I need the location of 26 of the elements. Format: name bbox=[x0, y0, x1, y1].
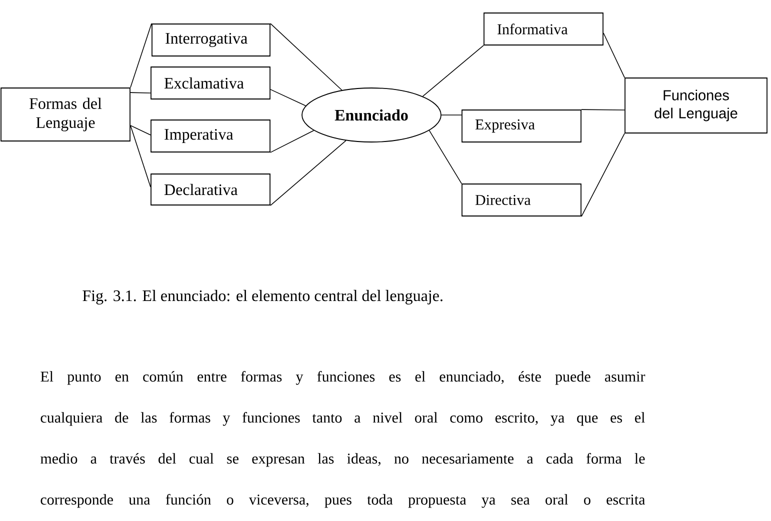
text-box: Directiva bbox=[462, 184, 582, 216]
ellipse-node: Enunciado bbox=[302, 88, 442, 142]
text-box: Declarativa bbox=[150, 174, 270, 206]
connector-line bbox=[270, 130, 314, 153]
text-box: Informativa bbox=[484, 12, 604, 46]
figure-caption: Fig. 3.1. El enunciado: el elemento central del lenguaje. bbox=[82, 290, 442, 304]
body-paragraph: El punto en común entre formas y funciones es el enunciado, éste puede asumir cualquiera de las formas y funciones tanto a nivel oral como escrito, ya que es el medio a través del cual se expresan las ideas, no necesariamente a cada forma le corresponde una función o viceversa, pues toda propuesta ya sea oral o escrita bbox=[40, 371, 646, 508]
text-box: Exclamativa bbox=[150, 66, 270, 100]
text-box: Imperativa bbox=[150, 120, 270, 152]
text-box: Interrogativa bbox=[152, 24, 270, 56]
connector-line bbox=[581, 133, 625, 217]
connector-line bbox=[428, 130, 462, 184]
heading-box: Funciones del Lenguaje bbox=[624, 78, 768, 134]
connector-line bbox=[603, 32, 625, 78]
connector-line bbox=[270, 89, 306, 106]
connector-line bbox=[130, 125, 151, 136]
text-box: Expresiva bbox=[462, 110, 582, 142]
connector-line bbox=[270, 140, 346, 206]
connector-line bbox=[130, 23, 152, 88]
heading-box: Formas del Lenguaje bbox=[0, 88, 130, 142]
connector-line bbox=[130, 125, 151, 188]
connector-line bbox=[270, 23, 342, 91]
connector-line bbox=[422, 45, 484, 97]
connector-line bbox=[581, 109, 625, 110]
connector-line bbox=[441, 114, 462, 116]
connector-line bbox=[130, 92, 151, 94]
